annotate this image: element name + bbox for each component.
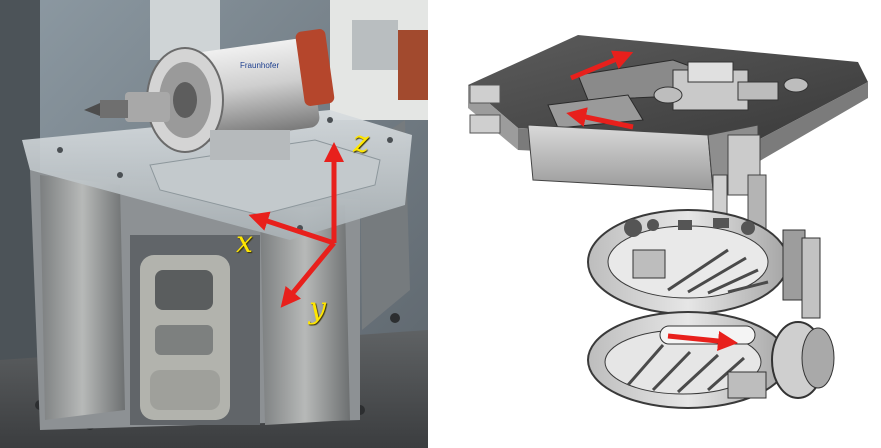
x-axis-arrow [248,211,335,246]
cad-center-hub [672,61,779,111]
plate-screws [57,117,393,231]
z-axis-label: z [353,125,369,160]
force-arrow-bottom [667,331,738,351]
cad-lower-flexure [587,311,835,409]
y-axis-arrow [280,241,336,308]
cad-render [428,0,881,448]
spindle-brand-text: Fraunhofer [240,61,279,70]
y-axis-label: y [309,291,326,326]
test-rig-illustration: Fraunhofer [0,0,428,448]
cad-mechanism-illustration [468,35,868,409]
mechanism-in-frame [140,255,230,420]
force-arrow-top [570,50,634,81]
test-rig-photo: Fraunhofer x y z [0,0,428,448]
acrylic-mount-plate [149,139,381,216]
spindle-mount-block [210,130,290,160]
background-vent [352,20,398,70]
force-arrow-middle [566,107,634,130]
frame-left-column [40,175,125,420]
frame-right-column [260,205,350,425]
x-axis-label: x [236,225,253,260]
cad-side-posts [782,229,821,319]
cutting-tool [84,92,170,122]
background-red-box [398,30,428,100]
spindle-motor: Fraunhofer [146,29,335,153]
cad-force-arrows [566,50,738,351]
cad-upper-flexure [587,209,789,315]
coordinate-axes [248,142,344,308]
